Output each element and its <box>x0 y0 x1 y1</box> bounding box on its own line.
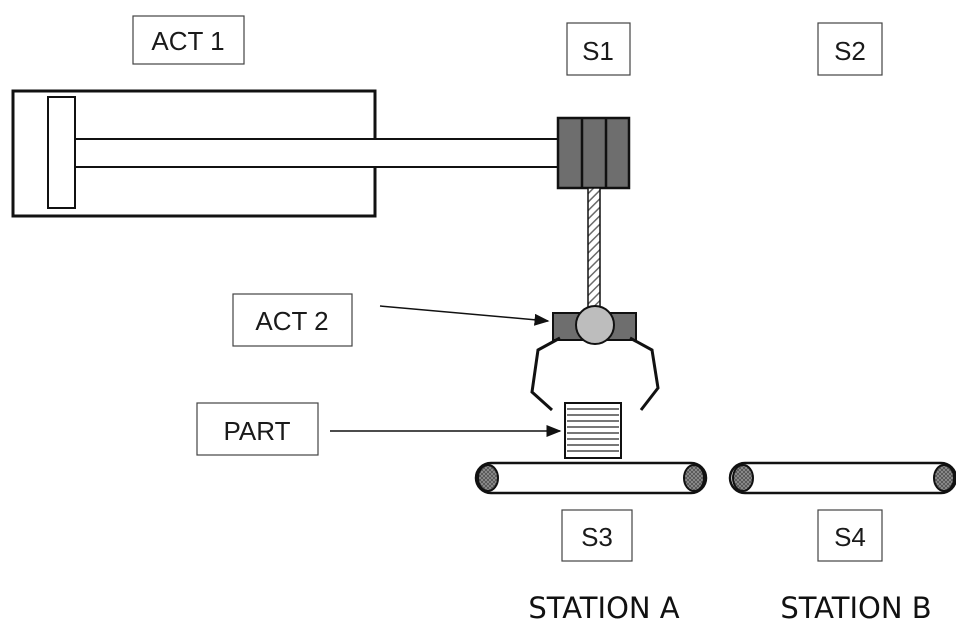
act1-text: ACT 1 <box>151 26 224 56</box>
s2-text: S2 <box>834 36 866 66</box>
carriage-block <box>556 116 631 190</box>
conveyor-roller-station-b <box>728 461 956 495</box>
s4-text: S4 <box>834 522 866 552</box>
part-label: PART <box>196 402 319 456</box>
act2-gripper <box>530 305 660 412</box>
conveyor-roller-station-a <box>474 461 708 495</box>
s1-sensor-label: S1 <box>566 22 631 76</box>
station-a-label: STATION A <box>528 591 679 625</box>
s1-text: S1 <box>582 36 614 66</box>
s2-sensor-label: S2 <box>817 22 883 76</box>
part-text: PART <box>224 416 291 446</box>
act1-label: ACT 1 <box>132 15 245 65</box>
act1-piston-rod <box>74 138 559 168</box>
part-block <box>564 402 622 459</box>
act1-piston <box>47 96 76 209</box>
s3-sensor-label: S3 <box>561 509 633 562</box>
s4-sensor-label: S4 <box>817 509 883 562</box>
act2-label: ACT 2 <box>232 293 353 347</box>
vertical-rod <box>587 187 601 311</box>
act2-text: ACT 2 <box>255 306 328 336</box>
s3-text: S3 <box>581 522 613 552</box>
act2-arrow <box>379 305 550 326</box>
station-b-label: STATION B <box>780 591 931 625</box>
